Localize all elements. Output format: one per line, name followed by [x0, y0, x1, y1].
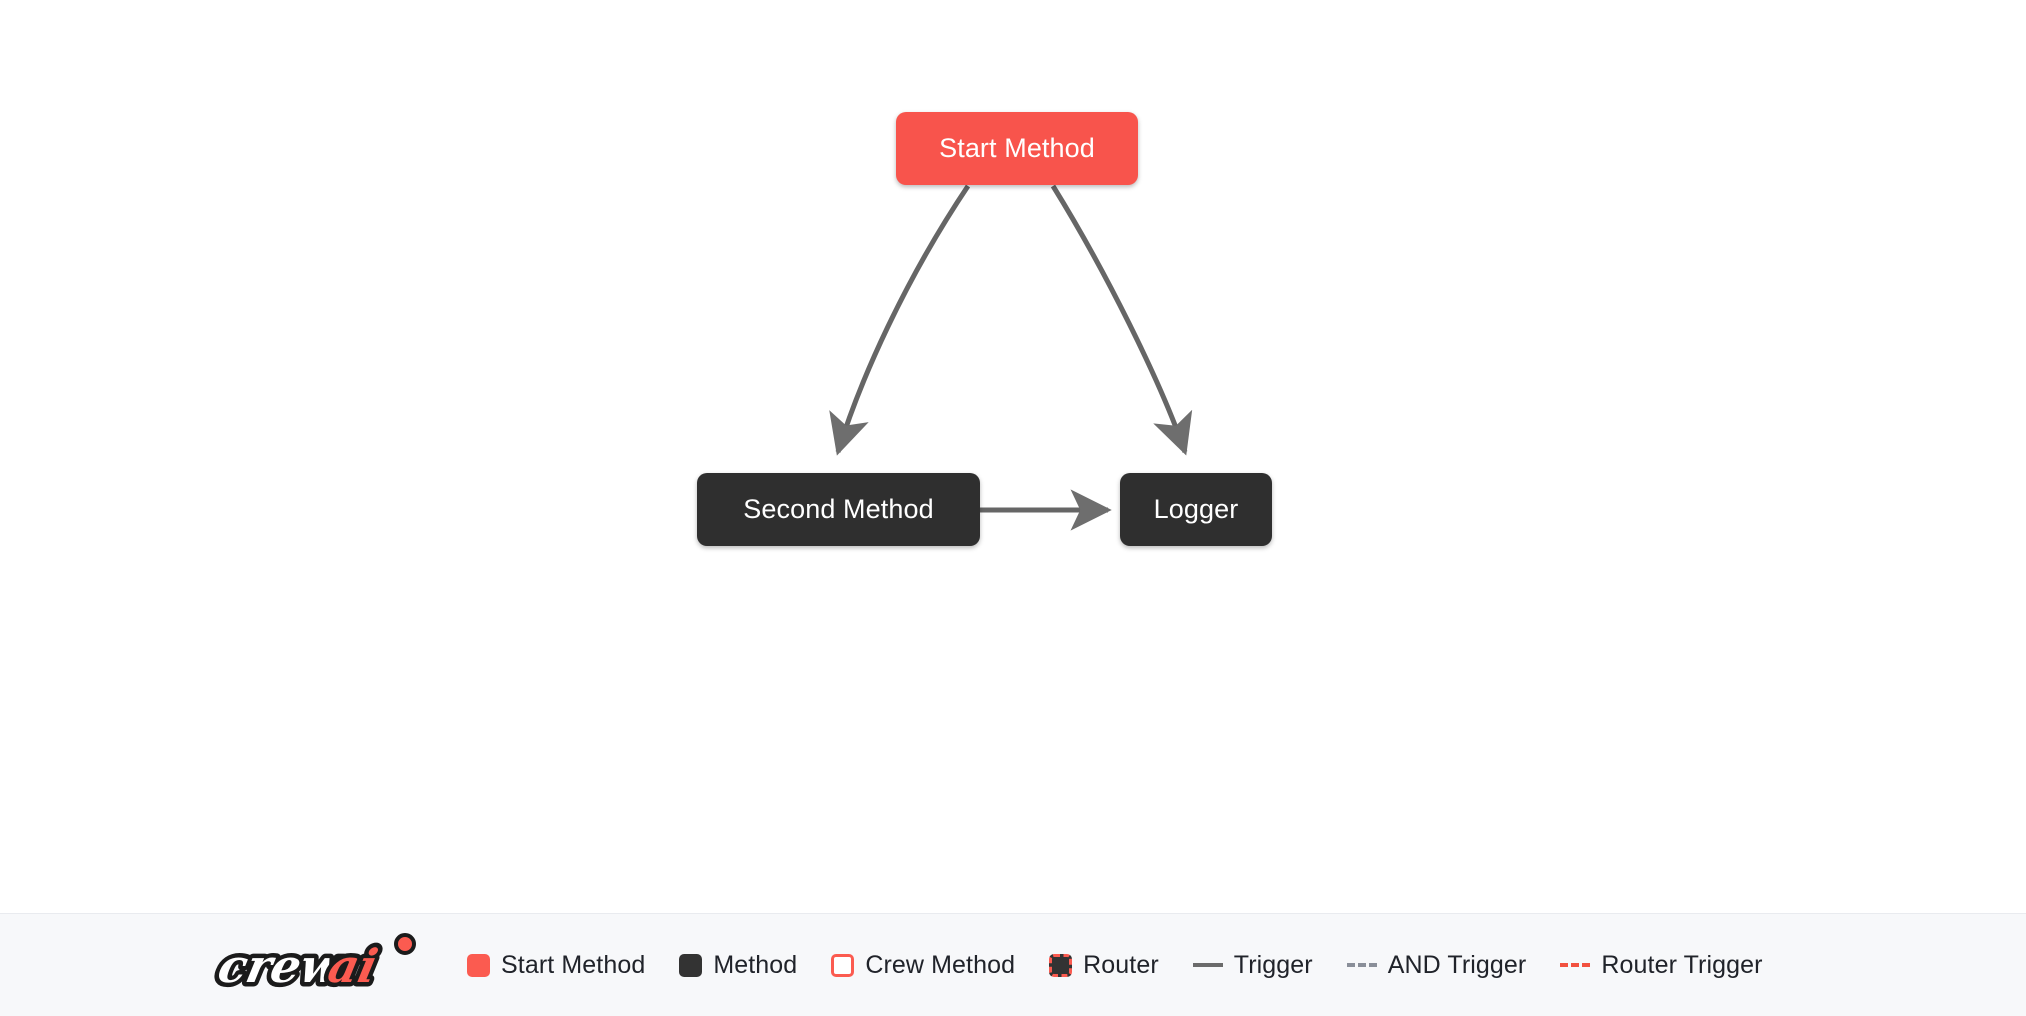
- legend-item-label: Start Method: [501, 950, 646, 979]
- flow-node-second-method[interactable]: Second Method: [697, 473, 980, 546]
- flow-diagram-canvas[interactable]: Start Method Second Method Logger: [0, 0, 2026, 913]
- legend-item-router: Router: [1049, 951, 1159, 980]
- legend-item-trigger: Trigger: [1192, 950, 1313, 980]
- legend-item-label: Method: [713, 950, 798, 979]
- flow-node-logger[interactable]: Logger: [1120, 473, 1272, 546]
- flow-node-label: Second Method: [743, 494, 934, 524]
- legend-item-method: Method: [679, 951, 797, 980]
- legend-item-crew-method: Crew Method: [831, 951, 1015, 980]
- dashed-square-icon: [1049, 953, 1073, 977]
- flow-node-start-method[interactable]: Start Method: [896, 112, 1138, 185]
- dashed-red-line-icon: [1560, 963, 1591, 967]
- solid-line-icon: [1192, 963, 1223, 967]
- edge-layer: [829, 184, 1193, 531]
- legend-item-label: Trigger: [1233, 950, 1313, 979]
- flow-node-label: Start Method: [939, 133, 1095, 163]
- legend-item-label: Router: [1083, 950, 1159, 979]
- outlined-square-icon: [831, 953, 855, 977]
- legend-item-and-trigger: AND Trigger: [1346, 950, 1527, 980]
- crewai-logo: crew ai: [209, 933, 416, 997]
- edge-start-to-second: [829, 184, 971, 456]
- filled-square-icon: [467, 953, 490, 977]
- svg-text:crew: crew: [214, 938, 349, 992]
- flow-node-label: Logger: [1153, 494, 1239, 524]
- legend-bar: crew ai Start Method Method Crew Method …: [0, 913, 2026, 1016]
- legend-item-start-method: Start Method: [467, 951, 645, 980]
- legend-item-label: AND Trigger: [1387, 950, 1527, 979]
- dashed-line-icon: [1346, 963, 1377, 967]
- legend-item-router-trigger: Router Trigger: [1560, 951, 1762, 980]
- edge-start-to-logger: [1050, 184, 1193, 456]
- filled-square-icon: [679, 953, 703, 977]
- legend-item-label: Crew Method: [865, 950, 1016, 979]
- legend-item-label: Router Trigger: [1601, 950, 1763, 979]
